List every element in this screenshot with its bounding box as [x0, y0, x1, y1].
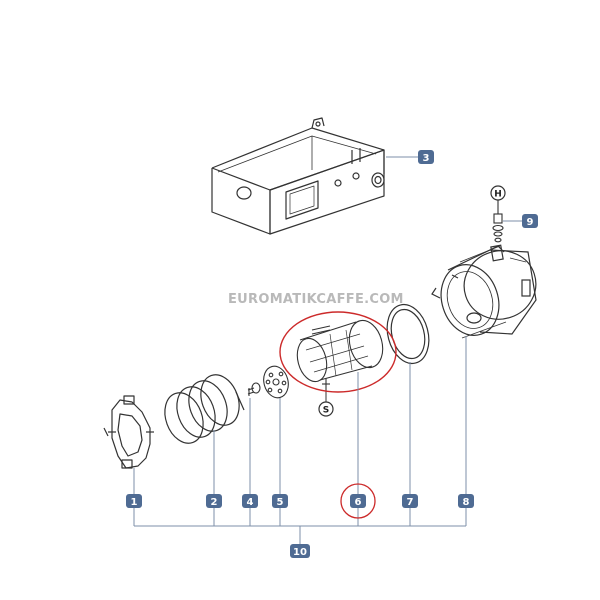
svg-text:6: 6 [355, 497, 362, 508]
svg-text:8: 8 [463, 497, 470, 508]
part-5-perforated-disc [263, 365, 289, 399]
part-1-bracket [103, 395, 154, 469]
part-9-fitting [492, 200, 504, 243]
svg-text:7: 7 [407, 497, 414, 508]
part-6-filter-cylinder [296, 319, 384, 392]
watermark-text: EUROMATIKCAFFE.COM [228, 292, 404, 307]
part-8-housing [431, 244, 537, 339]
badge-part-3[interactable]: 3 [418, 150, 434, 164]
part-7-gasket [386, 303, 430, 365]
svg-text:5: 5 [277, 497, 284, 508]
badge-part-5[interactable]: 5 [272, 494, 288, 508]
letter-label-s: S [318, 401, 334, 417]
part-4-screw [247, 382, 261, 396]
svg-text:10: 10 [293, 547, 307, 558]
badge-part-9[interactable]: 9 [522, 214, 538, 228]
part-6-highlight-ring [279, 311, 397, 393]
svg-text:H: H [494, 190, 502, 200]
badge-part-8[interactable]: 8 [458, 494, 474, 508]
badge-part-4[interactable]: 4 [242, 494, 258, 508]
svg-text:9: 9 [527, 217, 534, 228]
letter-label-h: H [490, 185, 506, 201]
svg-text:2: 2 [211, 497, 218, 508]
badge-part-1[interactable]: 1 [126, 494, 142, 508]
svg-text:4: 4 [247, 497, 254, 508]
part-3-mounting-box [211, 117, 385, 235]
part-6-badge-highlight-ring [340, 483, 376, 519]
svg-text:3: 3 [423, 153, 430, 164]
svg-text:S: S [323, 406, 329, 416]
assembly-bracket-10 [133, 508, 467, 544]
part-2-spring [164, 374, 245, 444]
badge-part-2[interactable]: 2 [206, 494, 222, 508]
badge-part-10[interactable]: 10 [290, 544, 310, 558]
badge-part-6[interactable]: 6 [350, 494, 366, 508]
svg-text:1: 1 [131, 497, 138, 508]
badge-part-7[interactable]: 7 [402, 494, 418, 508]
